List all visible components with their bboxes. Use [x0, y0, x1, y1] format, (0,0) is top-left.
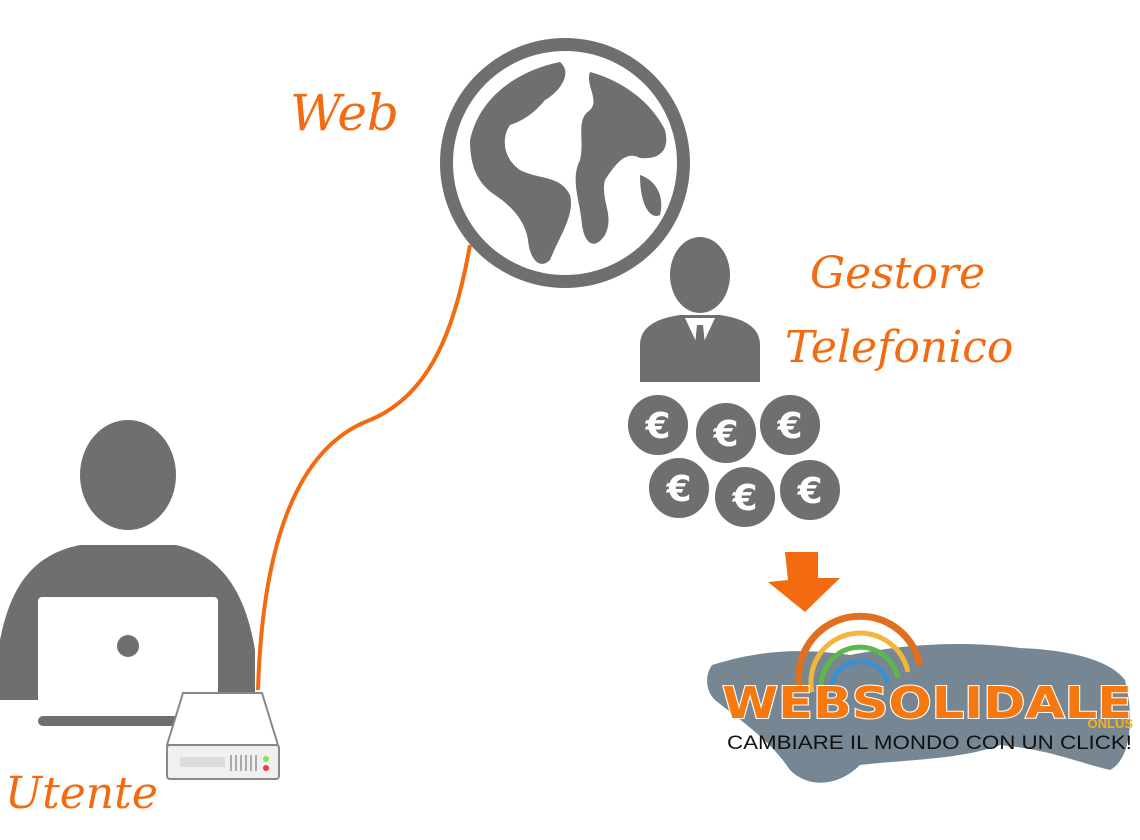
utente-label: Utente	[5, 768, 158, 819]
gestore-label-line1: Gestore	[810, 248, 985, 299]
euro-coin-icon: €	[694, 401, 758, 465]
router-icon	[165, 692, 280, 780]
euro-coin-icon: €	[626, 393, 690, 457]
svg-text:WEBSOLIDALE: WEBSOLIDALE	[722, 678, 1132, 729]
arrow-down-icon	[768, 552, 840, 612]
euro-coin-icon: €	[778, 458, 842, 522]
web-label: Web	[290, 84, 399, 142]
euro-coin-icon: €	[713, 465, 777, 529]
svg-text:CAMBIARE IL MONDO CON UN CLICK: CAMBIARE IL MONDO CON UN CLICK!	[727, 733, 1132, 754]
svg-text:€: €	[731, 478, 757, 519]
euro-coins: € € € € € €	[626, 393, 842, 529]
euro-coin-icon: €	[647, 456, 711, 520]
svg-text:€: €	[644, 406, 670, 447]
manager-icon	[640, 237, 760, 382]
euro-coin-icon: €	[758, 393, 822, 457]
svg-text:€: €	[776, 406, 802, 447]
svg-text:€: €	[796, 471, 822, 512]
websolidale-logo: WEBSOLIDALE ONLUS CAMBIARE IL MONDO CON …	[707, 612, 1134, 783]
cable-line	[256, 244, 472, 691]
gestore-label-line2: Telefonico	[785, 322, 1013, 373]
svg-text:ONLUS: ONLUS	[1088, 716, 1134, 731]
svg-text:€: €	[665, 469, 691, 510]
globe-icon	[440, 38, 690, 288]
svg-text:€: €	[712, 414, 738, 455]
